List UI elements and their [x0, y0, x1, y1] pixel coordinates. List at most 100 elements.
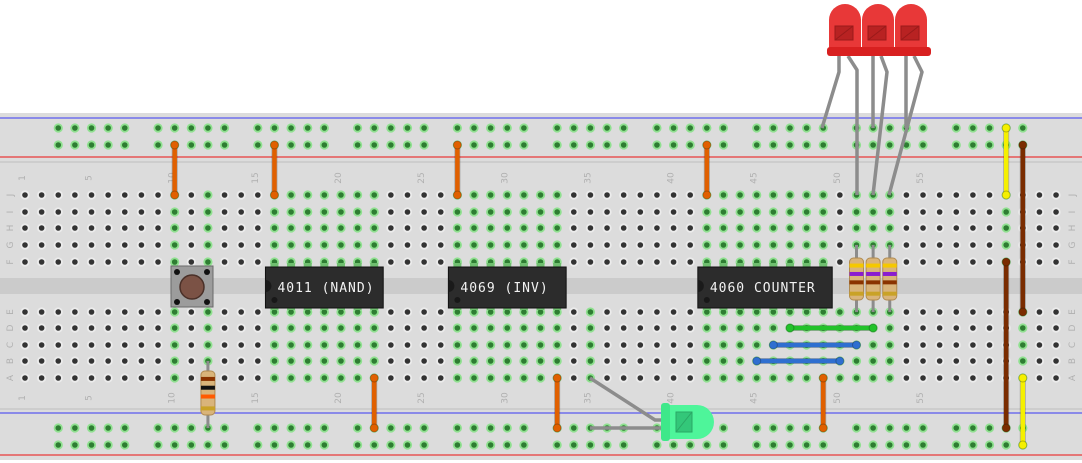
hole[interactable] [105, 342, 111, 348]
hole-connected[interactable] [720, 125, 727, 131]
hole[interactable] [970, 309, 976, 315]
hole-connected[interactable] [504, 192, 511, 198]
hole[interactable] [38, 242, 45, 248]
hole-connected[interactable] [487, 325, 494, 331]
hole-connected[interactable] [903, 442, 910, 448]
hole[interactable] [1053, 325, 1059, 331]
hole-connected[interactable] [271, 242, 278, 248]
hole-connected[interactable] [271, 225, 278, 231]
hole[interactable] [138, 192, 145, 198]
hole-connected[interactable] [620, 125, 627, 131]
hole-connected[interactable] [1003, 242, 1009, 248]
hole[interactable] [620, 309, 627, 315]
hole[interactable] [38, 375, 45, 381]
hole[interactable] [388, 309, 394, 315]
hole[interactable] [437, 242, 444, 248]
hole-connected[interactable] [404, 425, 411, 431]
hole-connected[interactable] [753, 242, 760, 248]
hole[interactable] [404, 242, 411, 248]
hole[interactable] [604, 309, 610, 315]
hole[interactable] [970, 225, 976, 231]
hole[interactable] [986, 225, 993, 231]
hole-connected[interactable] [886, 125, 893, 131]
hole-connected[interactable] [554, 192, 560, 198]
hole-connected[interactable] [88, 125, 95, 131]
hole[interactable] [970, 209, 976, 215]
hole-connected[interactable] [255, 442, 261, 448]
hole-connected[interactable] [72, 442, 78, 448]
hole-connected[interactable] [321, 375, 328, 381]
hole[interactable] [570, 259, 577, 265]
hole-connected[interactable] [837, 375, 843, 381]
hole[interactable] [604, 342, 610, 348]
hole-connected[interactable] [770, 142, 777, 148]
hole[interactable] [654, 242, 660, 248]
hole[interactable] [620, 259, 627, 265]
hole[interactable] [953, 192, 960, 198]
hole[interactable] [953, 259, 960, 265]
hole-connected[interactable] [770, 125, 777, 131]
hole-connected[interactable] [537, 242, 544, 248]
hole[interactable] [903, 358, 910, 364]
hole-connected[interactable] [870, 342, 876, 348]
hole[interactable] [105, 309, 111, 315]
hole-connected[interactable] [221, 125, 228, 131]
hole[interactable] [687, 358, 693, 364]
hole[interactable] [920, 309, 926, 315]
hole[interactable] [920, 192, 926, 198]
hole[interactable] [637, 209, 644, 215]
hole-connected[interactable] [920, 425, 926, 431]
hole-connected[interactable] [720, 442, 727, 448]
hole-connected[interactable] [504, 342, 511, 348]
hole-connected[interactable] [255, 125, 261, 131]
hole-connected[interactable] [354, 358, 361, 364]
hole[interactable] [437, 309, 444, 315]
hole[interactable] [920, 225, 926, 231]
hole[interactable] [970, 192, 976, 198]
hole[interactable] [1053, 209, 1059, 215]
hole-connected[interactable] [371, 142, 378, 148]
hole-connected[interactable] [704, 342, 710, 348]
hole-connected[interactable] [171, 309, 178, 315]
hole[interactable] [986, 242, 993, 248]
hole-connected[interactable] [737, 309, 743, 315]
hole-connected[interactable] [604, 142, 610, 148]
hole[interactable] [238, 375, 244, 381]
hole-connected[interactable] [171, 209, 178, 215]
hole-connected[interactable] [321, 342, 328, 348]
hole[interactable] [88, 225, 95, 231]
hole-connected[interactable] [288, 358, 294, 364]
hole-connected[interactable] [221, 442, 228, 448]
hole-connected[interactable] [753, 375, 760, 381]
hole-connected[interactable] [803, 142, 810, 148]
hole[interactable] [155, 242, 161, 248]
hole[interactable] [388, 259, 394, 265]
hole-connected[interactable] [554, 225, 560, 231]
hole[interactable] [687, 342, 693, 348]
hole-connected[interactable] [720, 225, 727, 231]
hole-connected[interactable] [205, 125, 211, 131]
hole-connected[interactable] [121, 125, 128, 131]
hole-connected[interactable] [487, 209, 494, 215]
hole[interactable] [72, 242, 78, 248]
hole[interactable] [121, 225, 128, 231]
hole[interactable] [22, 225, 28, 231]
hole-connected[interactable] [171, 442, 178, 448]
hole-connected[interactable] [504, 325, 511, 331]
hole[interactable] [903, 325, 910, 331]
hole[interactable] [188, 209, 195, 215]
hole-connected[interactable] [753, 309, 760, 315]
hole[interactable] [255, 192, 261, 198]
hole[interactable] [1036, 192, 1043, 198]
hole-connected[interactable] [371, 125, 378, 131]
hole[interactable] [105, 242, 111, 248]
hole[interactable] [953, 325, 960, 331]
hole[interactable] [903, 225, 910, 231]
hole-connected[interactable] [870, 225, 876, 231]
hole-connected[interactable] [687, 142, 693, 148]
hole[interactable] [238, 325, 244, 331]
hole[interactable] [238, 342, 244, 348]
hole[interactable] [138, 358, 145, 364]
hole-connected[interactable] [354, 142, 361, 148]
hole[interactable] [138, 342, 145, 348]
